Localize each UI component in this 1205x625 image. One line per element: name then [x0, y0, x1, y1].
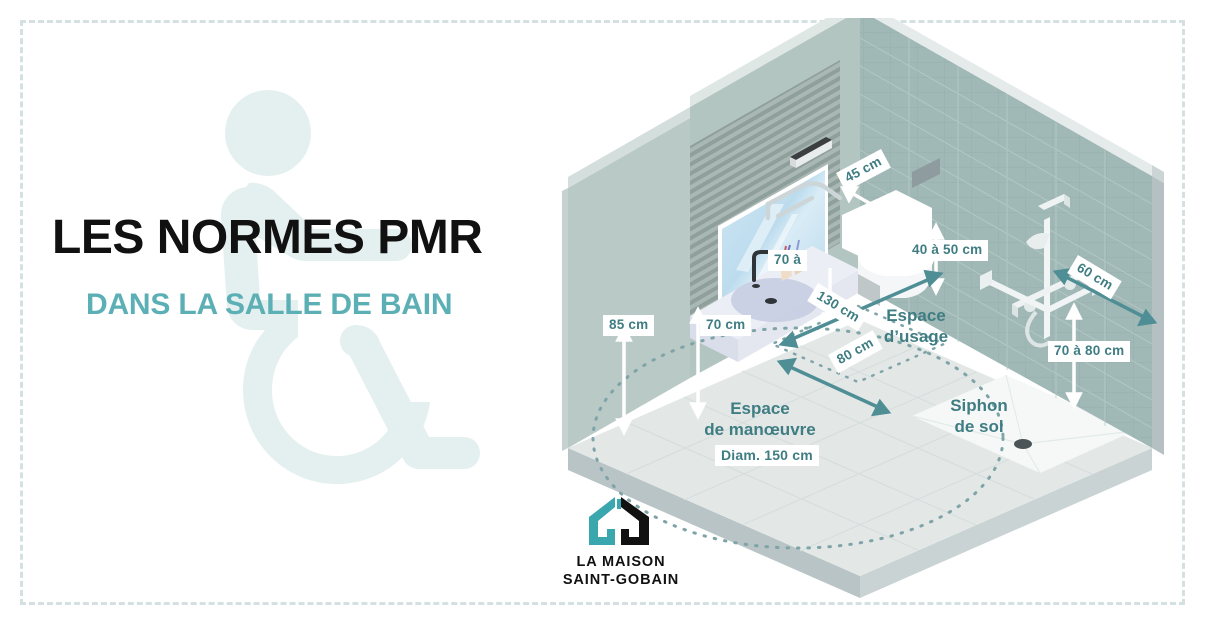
right-wall-thickness: [1152, 176, 1164, 455]
left-wall-thickness: [562, 188, 568, 451]
dimension-chip-70cm-clearance: 70 cm: [700, 315, 752, 336]
floor-slab-right-edge: [860, 448, 1152, 598]
zone-label-espace-usage: Espace d’usage: [856, 306, 976, 347]
shower-hose-icon: [1025, 310, 1052, 348]
flush-plate-icon: [912, 158, 940, 188]
zone-usage-line1: Espace: [886, 306, 946, 325]
zone-siphon-line2: de sol: [954, 416, 1004, 436]
dimension-chip-diam-150cm: Diam. 150 cm: [715, 445, 819, 466]
mirror-light-end: [790, 157, 796, 168]
bathroom-isometric-scene: [540, 18, 1205, 608]
shower-top-bracket: [1038, 194, 1070, 210]
maneuvering-circle-dotted: [591, 326, 1005, 550]
zone-manoeuvre-line2: de manœuvre: [704, 419, 816, 439]
floor-drain-icon: [1014, 439, 1032, 449]
zone-siphon-line1: Siphon: [950, 396, 1008, 415]
zone-label-siphon-de-sol: Siphon de sol: [934, 396, 1024, 437]
grab-bar-plate-left: [980, 270, 992, 290]
zone-label-espace-manoeuvre: Espace de manœuvre: [695, 399, 825, 440]
left-wall: [568, 118, 690, 448]
page-subtitle: DANS LA SALLE DE BAIN: [86, 288, 453, 321]
brand-logo-text: LA MAISON SAINT-GOBAIN: [536, 554, 706, 589]
dimension-chip-70a: 70 à: [768, 250, 808, 271]
shower-column-group: [980, 194, 1104, 348]
shower-tray: [912, 375, 1134, 473]
title-pane: LES NORMES PMR DANS LA SALLE DE BAIN: [0, 0, 540, 625]
page-title: LES NORMES PMR: [52, 211, 483, 264]
shower-head-icon: [1026, 233, 1050, 250]
dimension-chip-70a80cm: 70 à 80 cm: [1048, 341, 1131, 362]
logo-line-2: SAINT-GOBAIN: [562, 571, 680, 588]
dimension-chip-40a50cm: 40 à 50 cm: [906, 240, 989, 261]
floor-slab-left-edge: [568, 448, 860, 598]
wheelchair-accessibility-icon: [220, 90, 480, 484]
right-wall-cap: [1152, 165, 1164, 183]
left-wall-top: [568, 107, 690, 188]
brand-logo[interactable]: LA MAISON SAINT-GOBAIN: [536, 495, 706, 589]
logo-line-1: LA MAISON: [576, 554, 666, 570]
toilet-grab-bar-icon: [765, 181, 843, 221]
dimension-chip-85cm: 85 cm: [603, 315, 655, 336]
mirror-light-body: [796, 140, 832, 168]
mirror-reflection: [736, 204, 798, 282]
zone-usage-line2: d’usage: [883, 326, 949, 346]
usage-space-dotted: [768, 304, 948, 384]
sink-overflow-icon: [752, 284, 760, 288]
house-logo-icon: [589, 497, 649, 545]
toilet-shadow: [858, 274, 880, 306]
sink-drain-icon: [765, 298, 777, 304]
zone-manoeuvre-line1: Espace: [730, 399, 790, 418]
faucet-icon: [752, 250, 774, 282]
mirror-light-bar: [790, 137, 832, 160]
shower-tray-slope-lines: [911, 374, 1135, 474]
